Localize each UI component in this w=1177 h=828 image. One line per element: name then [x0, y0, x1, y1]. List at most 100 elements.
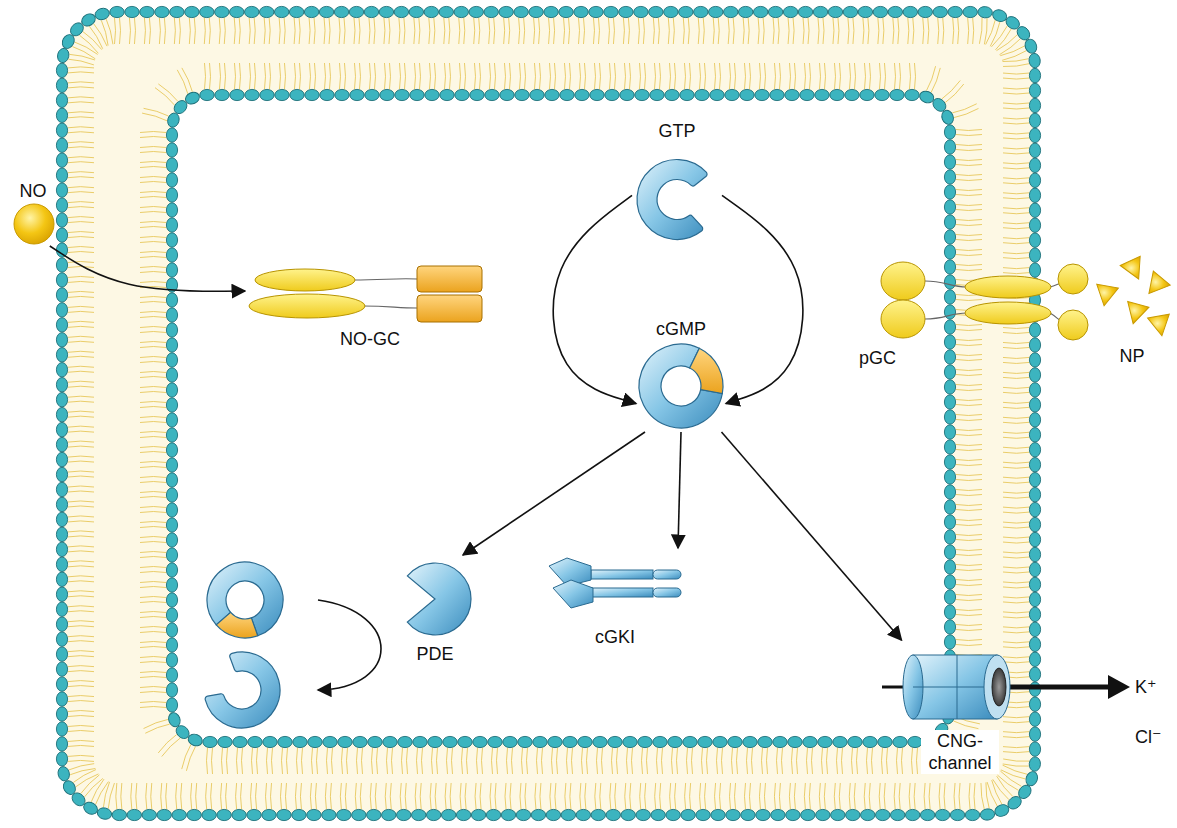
lipid-head [1029, 98, 1040, 112]
lipid-tail [897, 748, 898, 774]
lipid-head [843, 6, 857, 17]
lipid-head [1029, 113, 1040, 127]
lipid-tail [242, 748, 243, 774]
lipid-tail [824, 63, 825, 89]
label-row: pGC [845, 347, 1090, 369]
lipid-head [166, 353, 177, 367]
lipid-tail [429, 63, 430, 89]
lipid-tail [68, 531, 94, 532]
lipid-tail [162, 738, 180, 756]
lipid-tail [956, 299, 982, 300]
lipid-tail [176, 783, 177, 809]
lipid-tail [68, 396, 94, 397]
lipid-tail [68, 72, 94, 73]
node-shape [245, 262, 495, 328]
lipid-tail [624, 63, 625, 89]
lipid-tail [140, 447, 166, 448]
lipid-tail [1003, 752, 1029, 753]
lipid-tail [279, 63, 280, 89]
lipid-tail [672, 748, 673, 774]
lipid-head [166, 488, 177, 502]
lipid-tail [68, 281, 94, 282]
lipid-head [218, 736, 232, 747]
lipid-head [831, 809, 845, 820]
lipid-tail [507, 748, 508, 774]
lipid-tail [389, 63, 390, 89]
lipid-tail [68, 431, 94, 432]
lipid-tail [956, 419, 982, 420]
lipid-tail [1003, 497, 1029, 498]
lipid-head [666, 809, 680, 820]
lipid-head [1028, 53, 1041, 69]
lipid-head [1029, 532, 1040, 546]
lipid-tail [839, 783, 840, 809]
lipid-tail [1003, 118, 1029, 119]
lipid-head [593, 736, 607, 747]
lipid-tail [140, 662, 166, 663]
lipid-head [56, 198, 67, 212]
lipid-tail [444, 63, 445, 89]
lipid-tail [131, 783, 132, 809]
lipid-tail [899, 783, 900, 809]
lipid-tail [956, 399, 982, 400]
lipid-tails [68, 18, 1029, 809]
lipid-head [590, 89, 604, 100]
lipid-tail [1003, 507, 1029, 508]
lipid-tail [140, 582, 166, 583]
lipid-head [713, 736, 727, 747]
lipid-tail [140, 437, 166, 438]
lipid-tail [644, 63, 645, 89]
lipid-tail [894, 63, 895, 89]
lipid-head [530, 89, 544, 100]
lipid-tail [68, 701, 94, 702]
lipid-head [1029, 428, 1040, 442]
lipid-head [944, 365, 955, 379]
lipid-tail [140, 227, 166, 228]
lipid-head [944, 620, 955, 634]
lipid-tail [834, 63, 835, 89]
lipid-tail [68, 142, 94, 143]
lipid-tail [519, 63, 520, 89]
lipid-tail [339, 18, 340, 44]
lipid-tail [956, 594, 982, 595]
lipid-tail [309, 18, 310, 44]
lipid-tail [445, 783, 446, 809]
lipid-head [292, 809, 306, 820]
lipid-head [944, 230, 955, 244]
lipid-head [56, 318, 67, 332]
lipid-tail [938, 18, 939, 44]
lipid-tail [106, 19, 113, 44]
lipid-head [1029, 398, 1040, 412]
nogc-subunit [255, 269, 355, 291]
pgc-transmembrane-domain [965, 276, 1051, 298]
lipid-tail [68, 471, 94, 472]
lipid-tail [864, 783, 865, 809]
lipid-tail [204, 18, 205, 44]
lipid-tail [68, 656, 94, 657]
lipid-tail [452, 748, 453, 774]
node-label: CNG-channel [921, 730, 999, 774]
lipid-tail [943, 18, 944, 44]
lipid-tail [914, 783, 915, 809]
lipid-tail [68, 381, 94, 382]
lipid-tail [939, 783, 940, 809]
lipid-head [768, 6, 782, 17]
lipid-tail [700, 783, 701, 809]
lipid-head [140, 6, 154, 17]
lipid-tail [640, 783, 641, 809]
lipid-tail [883, 18, 884, 44]
lipid-tail [191, 783, 192, 809]
lipid-head [1029, 83, 1040, 97]
lipid-tail [140, 237, 166, 238]
lipid-tail [602, 748, 603, 774]
lipid-head [893, 736, 907, 747]
lipid-tail [369, 18, 370, 44]
lipid-tail [68, 237, 94, 238]
lipid-head [215, 89, 229, 100]
lipid-head [166, 218, 177, 232]
lipid-tail [142, 113, 167, 121]
lipid-head [944, 440, 955, 454]
node-shape [5, 202, 61, 246]
lipid-tail [1003, 737, 1029, 738]
lipid-head [944, 125, 955, 139]
